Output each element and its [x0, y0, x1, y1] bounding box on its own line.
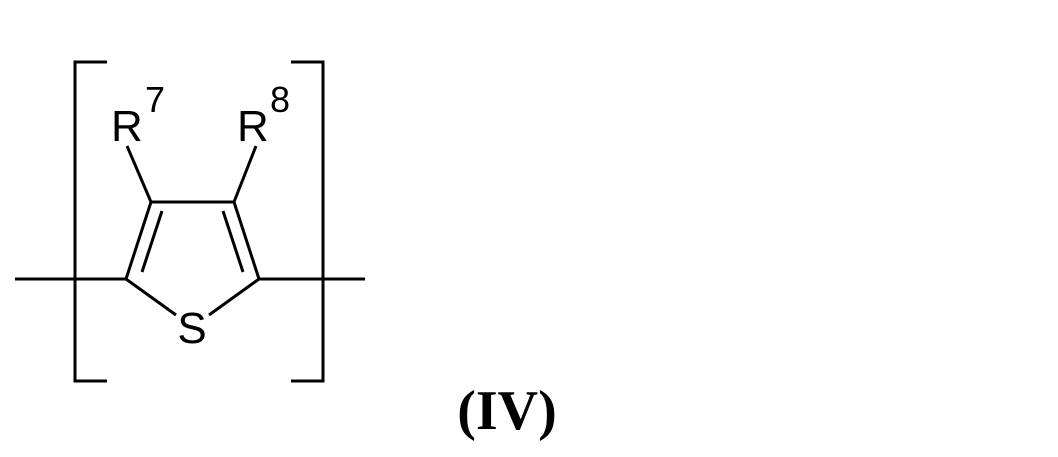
substituent-bond-r8 [232, 145, 258, 203]
ring-bond-c2-s [125, 277, 177, 317]
substituent-label-r7: R 7 [111, 79, 165, 151]
left-bracket [73, 60, 107, 383]
r8-symbol: R [237, 102, 269, 151]
r7-superscript: 7 [145, 79, 165, 120]
compound-label: (IV) [457, 380, 557, 442]
ring-bond-c2-c3 [124, 201, 153, 280]
ring-double-bond-c4-c5 [221, 210, 245, 273]
sulfur-atom-label: S [177, 304, 206, 353]
r8-superscript: 8 [270, 79, 290, 120]
substituent-label-r8: R 8 [237, 79, 290, 151]
ring-bond-c4-c5 [232, 201, 261, 280]
r7-symbol: R [111, 102, 143, 151]
thiophene-ring [124, 200, 261, 317]
ring-bond-c5-s [208, 277, 260, 317]
right-bracket [291, 60, 325, 383]
substituent-bond-r7 [125, 145, 153, 203]
ring-double-bond-c2-c3 [140, 210, 164, 273]
